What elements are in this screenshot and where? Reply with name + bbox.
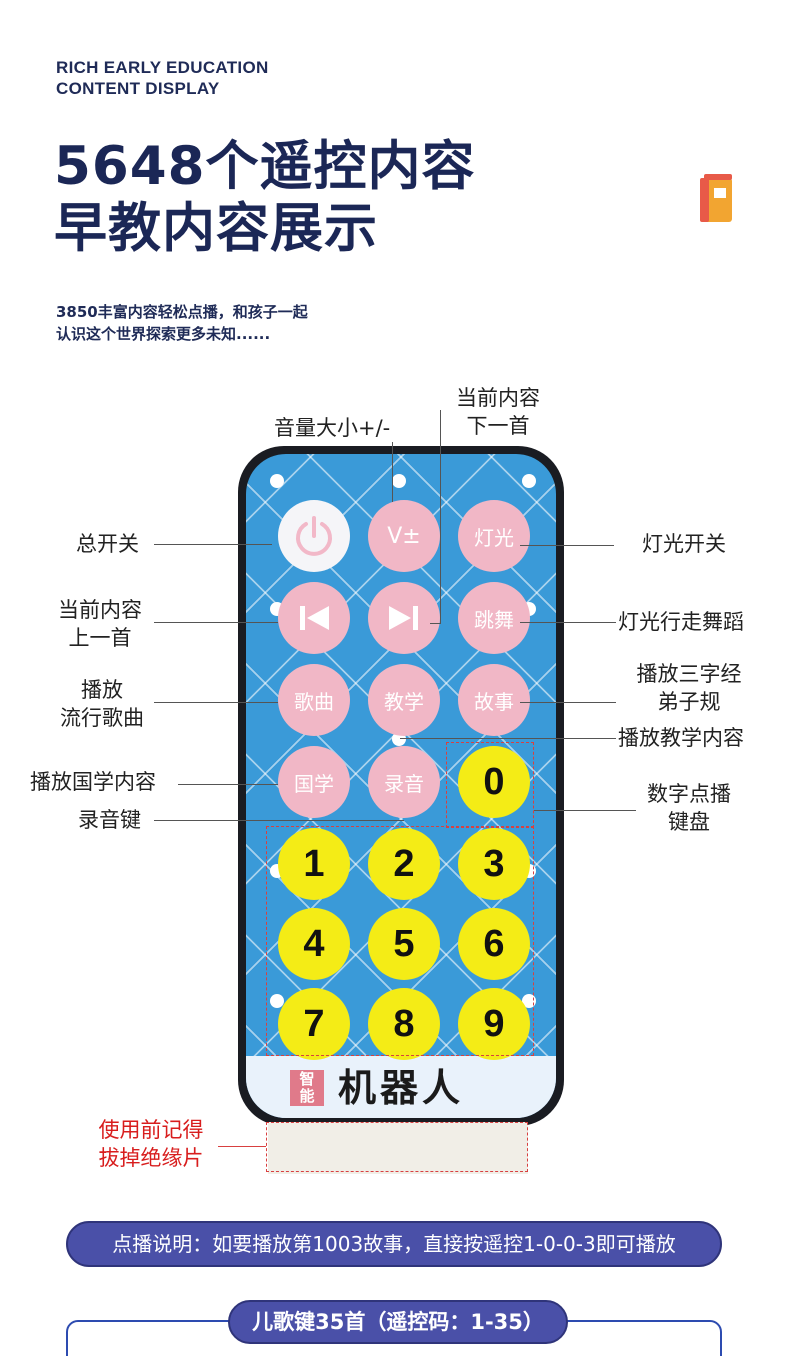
brand-name: 机器人 — [338, 1066, 465, 1110]
volume-label: 音量大小+/- — [274, 416, 391, 440]
leader-line — [154, 820, 404, 821]
leader-line — [400, 738, 616, 739]
previous-icon — [300, 606, 329, 630]
songs-label-line-2: 流行歌曲 — [60, 706, 144, 730]
leader-line — [520, 702, 616, 703]
keypad-outline — [266, 826, 534, 1056]
leader-line — [154, 544, 272, 545]
leader-line — [218, 1146, 266, 1147]
power-icon — [296, 516, 332, 556]
leader-line — [154, 702, 278, 703]
digit-1-button[interactable]: 1 — [278, 828, 350, 900]
brand-badge-top: 智 — [299, 1070, 315, 1088]
power-button[interactable] — [278, 500, 350, 572]
english-heading: RICH EARLY EDUCATION CONTENT DISPLAY — [56, 57, 269, 99]
previous-label: 当前内容 上一首 — [48, 596, 152, 652]
english-heading-line-2: CONTENT DISPLAY — [56, 79, 220, 98]
digit-3-button[interactable]: 3 — [458, 828, 530, 900]
keypad-label: 数字点播 键盘 — [636, 780, 742, 836]
guoxue-label: 播放国学内容 — [30, 770, 156, 794]
remove-tab-warning: 使用前记得 拔掉绝缘片 — [88, 1116, 214, 1172]
previous-label-line-2: 上一首 — [68, 626, 132, 650]
next-label: 当前内容 下一首 — [448, 384, 548, 440]
leader-line — [520, 545, 614, 546]
usage-instruction-banner: 点播说明：如要播放第1003故事，直接按遥控1-0-0-3即可播放 — [66, 1221, 722, 1267]
english-heading-line-1: RICH EARLY EDUCATION — [56, 58, 269, 77]
light-label: 灯光开关 — [642, 532, 726, 556]
subtitle: 3850丰富内容轻松点播，和孩子一起 认识这个世界探索更多未知...... — [56, 301, 308, 345]
digit-7-button[interactable]: 7 — [278, 988, 350, 1060]
teaching-label: 播放教学内容 — [618, 726, 744, 750]
power-label: 总开关 — [76, 532, 139, 556]
insulation-outline — [266, 1122, 528, 1172]
song-button[interactable]: 歌曲 — [278, 664, 350, 736]
next-button[interactable] — [368, 582, 440, 654]
subtitle-line-1: 3850丰富内容轻松点播，和孩子一起 — [56, 303, 308, 321]
page-title-line-1: 5648个遥控内容 — [54, 136, 476, 197]
songs-label-line-1: 播放 — [81, 678, 123, 702]
leader-line — [392, 442, 393, 502]
panel-dot — [270, 994, 284, 1008]
brand-badge-bottom: 能 — [299, 1087, 315, 1105]
leader-line — [178, 784, 278, 785]
panel-dot — [522, 994, 536, 1008]
previous-button[interactable] — [278, 582, 350, 654]
remove-tab-warning-line-2: 拔掉绝缘片 — [98, 1146, 204, 1170]
record-button[interactable]: 录音 — [368, 746, 440, 818]
subtitle-line-2: 认识这个世界探索更多未知...... — [56, 325, 271, 343]
volume-button[interactable]: V± — [368, 500, 440, 572]
record-label: 录音键 — [78, 808, 141, 832]
classics-label-line-1: 播放三字经 — [636, 662, 742, 686]
panel-dot — [270, 474, 284, 488]
digit-8-button[interactable]: 8 — [368, 988, 440, 1060]
panel-dot — [522, 474, 536, 488]
digit-0-button[interactable]: 0 — [458, 746, 530, 818]
insulation-tab — [268, 1122, 528, 1174]
song-keys-title: 儿歌键35首（遥控码：1-35） — [228, 1300, 568, 1344]
next-icon — [389, 606, 418, 630]
leader-line — [430, 623, 440, 624]
classics-label-line-2: 弟子规 — [657, 690, 721, 714]
light-button[interactable]: 灯光 — [458, 500, 530, 572]
remove-tab-warning-line-1: 使用前记得 — [98, 1118, 204, 1142]
previous-label-line-1: 当前内容 — [58, 598, 142, 622]
brand-badge: 智 能 — [290, 1070, 324, 1106]
story-button[interactable]: 故事 — [458, 664, 530, 736]
zero-key-outline — [446, 742, 534, 828]
leader-line — [440, 410, 441, 624]
panel-dot — [392, 474, 406, 488]
keypad-label-line-2: 键盘 — [668, 810, 710, 834]
digit-9-button[interactable]: 9 — [458, 988, 530, 1060]
leader-line — [520, 622, 616, 623]
digit-2-button[interactable]: 2 — [368, 828, 440, 900]
page-title-line-2: 早教内容展示 — [54, 198, 378, 259]
dance-label: 灯光行走舞蹈 — [618, 610, 744, 634]
digit-4-button[interactable]: 4 — [278, 908, 350, 980]
songs-label: 播放 流行歌曲 — [50, 676, 154, 732]
digit-6-button[interactable]: 6 — [458, 908, 530, 980]
next-label-line-2: 下一首 — [466, 414, 530, 438]
leader-line — [154, 622, 278, 623]
keypad-label-line-1: 数字点播 — [647, 782, 731, 806]
digit-5-button[interactable]: 5 — [368, 908, 440, 980]
next-label-line-1: 当前内容 — [456, 386, 540, 410]
leader-line — [534, 810, 636, 811]
classics-label: 播放三字经 弟子规 — [624, 660, 754, 716]
page-title: 5648个遥控内容 早教内容展示 — [54, 136, 476, 260]
teach-button[interactable]: 教学 — [368, 664, 440, 736]
book-icon — [700, 174, 732, 222]
dance-button[interactable]: 跳舞 — [458, 582, 530, 654]
guoxue-button[interactable]: 国学 — [278, 746, 350, 818]
